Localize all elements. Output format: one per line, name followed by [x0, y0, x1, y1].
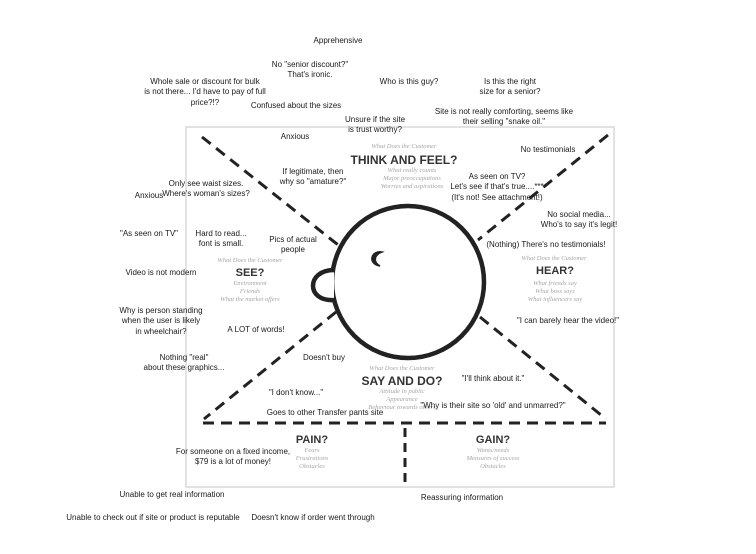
note-hard-to-read: Hard to read... font is small. [195, 229, 247, 249]
think-feel-items: What really counts Major preoccupations … [380, 167, 444, 191]
see-label: What Does the Customer [217, 257, 283, 264]
gain-title: GAIN? [475, 434, 511, 446]
say-do-items: Attitude in public Appearance Behaviour … [368, 388, 436, 412]
eye [371, 251, 385, 267]
note-seen-on-tv-question: As seen on TV? Let's see if that's true.… [450, 172, 544, 202]
note-anxious-left: Anxious [134, 191, 164, 200]
divider-bottom-right [479, 315, 607, 421]
note-nothing-real: Nothing "real" about these graphics... [143, 353, 225, 373]
note-no-social: No social media... Who's to say it's leg… [540, 210, 618, 230]
note-unsure-trust: Unsure if the site is trust worthy? [344, 115, 406, 135]
note-doesnt-buy: Doesn't buy [303, 353, 345, 362]
ear [310, 267, 335, 303]
think-feel-label: What Does the Customer [371, 143, 437, 150]
note-nothing-testimonials: (Nothing) There's no testimonials! [486, 240, 606, 249]
note-lot-of-words: A LOT of words! [227, 325, 285, 334]
note-pics-actual: Pics of actual people [269, 235, 317, 255]
note-confused-sizes: Confused about the sizes [250, 101, 342, 110]
note-right-size: Is this the right size for a senior? [479, 77, 541, 97]
hear-title: HEAR? [536, 265, 574, 277]
hear-items: What friends say What boss says What inf… [527, 280, 583, 304]
divider-top-right [477, 133, 609, 242]
note-cant-check-out: Unable to check out if site or product i… [66, 513, 240, 522]
note-fixed-income: For someone on a fixed income, $79 is a … [175, 447, 291, 467]
head-outline [329, 203, 487, 361]
note-video-not-modern: Video is not modern [125, 268, 197, 277]
note-order-went-through: Doesn't know if order went through [251, 513, 375, 522]
gain-items: Wants/needs Measures of success Obstacle… [466, 447, 520, 471]
hear-label: What Does the Customer [521, 255, 587, 262]
note-think-about-it: "I'll think about it." [461, 374, 525, 383]
note-apprehensive: Apprehensive [313, 36, 363, 45]
say-do-title: SAY AND DO? [361, 374, 443, 388]
note-i-dont-know: "I don't know..." [268, 388, 324, 397]
pain-title: PAIN? [295, 434, 329, 446]
note-wheelchair: Why is person standing when the user is … [119, 306, 203, 336]
note-senior-discount: No "senior discount?" That's ironic. [271, 60, 349, 80]
note-no-testimonials: No testimonials [520, 145, 576, 154]
divider-bottom-left [203, 310, 337, 421]
think-feel-title: THINK AND FEEL? [350, 153, 458, 167]
note-waist-sizes: Only see waist sizes. Where's woman's si… [162, 179, 250, 199]
see-items: Environment Friends What the market offe… [220, 280, 280, 304]
say-do-label: What Does the Customer [369, 365, 435, 372]
note-cant-hear-video: "I can barely hear the video!" [516, 316, 620, 325]
note-not-comforting: Site is not really comforting, seems lik… [434, 107, 574, 127]
note-no-real-info: Unable to get real information [119, 490, 225, 499]
note-who-is-this: Who is this guy? [379, 77, 439, 86]
pain-items: Fears Frustrations Obstacles [295, 447, 329, 471]
note-other-site: Goes to other Transfer pants site [266, 408, 384, 417]
note-as-seen-on-tv: "As seen on TV" [119, 229, 179, 238]
note-legitimate: If legitimate, then why so "amature?" [279, 167, 347, 187]
divider-top-left [201, 135, 343, 250]
note-wholesale: Whole sale or discount for bulk is not t… [144, 77, 266, 107]
note-reassuring: Reassuring information [420, 493, 504, 502]
note-anxious-top: Anxious [280, 132, 310, 141]
note-old-unmarred: "Why is their site so 'old' and unmarred… [420, 401, 566, 410]
see-title: SEE? [235, 267, 265, 279]
